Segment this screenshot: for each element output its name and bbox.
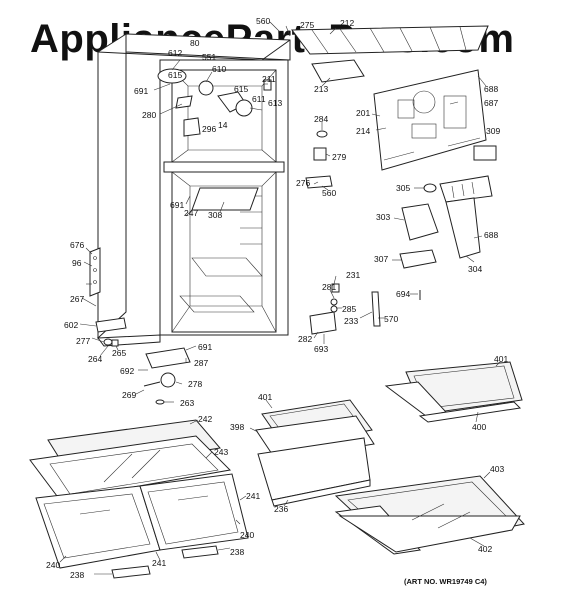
control-housing-213 — [311, 59, 365, 83]
callout-label: 276 — [296, 178, 310, 188]
callout-label: 267 — [70, 294, 84, 304]
crisper-drawers — [35, 473, 249, 569]
callout-label: 263 — [180, 398, 194, 408]
glass-shelf-right — [384, 361, 523, 423]
callout-label: 214 — [356, 126, 370, 136]
callout-label: 692 — [120, 366, 134, 376]
lower-left-parts — [95, 317, 127, 347]
callout-label: 275 — [300, 20, 314, 30]
wire-shelf-212 — [291, 25, 489, 55]
drawer-handle-right — [181, 545, 219, 559]
callout-label: 240 — [46, 560, 60, 570]
callout-label: 676 — [70, 240, 84, 250]
callout-label: 269 — [122, 390, 136, 400]
callout-label: 691 — [170, 200, 184, 210]
callout-label: 688 — [484, 230, 498, 240]
callout-label: 560 — [256, 16, 270, 26]
callout-label: 615 — [168, 70, 182, 80]
hinge-and-roller — [143, 347, 191, 405]
callout-label: 551 — [202, 52, 216, 62]
callout-label: 265 — [112, 348, 126, 358]
callout-label: 285 — [342, 304, 356, 314]
callout-label: 612 — [168, 48, 182, 58]
callout-label: 242 — [198, 414, 212, 424]
callout-label: 280 — [142, 110, 156, 120]
callout-label: 602 — [64, 320, 78, 330]
callout-label: 282 — [298, 334, 312, 344]
callout-label: 401 — [494, 354, 508, 364]
callout-label: 694 — [396, 289, 410, 299]
air-duct-assembly — [399, 175, 493, 269]
callout-label: 238 — [230, 547, 244, 557]
callout-label: 284 — [314, 114, 328, 124]
callout-label: 615 — [234, 84, 248, 94]
callout-label: 398 — [230, 422, 244, 432]
callout-label: 212 — [340, 18, 354, 28]
callout-label: 403 — [490, 464, 504, 474]
evaporator-cover-201 — [373, 69, 487, 171]
callout-label: 691 — [198, 342, 212, 352]
callout-label: 610 — [212, 64, 226, 74]
callout-label: 80 — [190, 38, 200, 48]
callout-labels: 560 275 212 80 612 551 615 610 691 211 6… — [46, 16, 508, 580]
label-309 — [473, 145, 497, 161]
callout-label: 231 — [346, 270, 360, 280]
callout-label: 241 — [152, 558, 166, 568]
callout-label: 96 — [72, 258, 82, 268]
drawer-handle-left — [111, 565, 151, 579]
callout-label: 560 — [322, 188, 336, 198]
callout-label: 296 — [202, 124, 216, 134]
callout-label: 247 — [184, 208, 198, 218]
callout-label: 241 — [246, 491, 260, 501]
callout-label: 687 — [484, 98, 498, 108]
callout-label: 304 — [468, 264, 482, 274]
leader-lines — [59, 21, 501, 575]
small-hardware — [309, 283, 421, 335]
callout-label: 201 — [356, 108, 370, 118]
fan-assembly — [157, 68, 272, 137]
callout-label: 691 — [134, 86, 148, 96]
callout-label: 309 — [486, 126, 500, 136]
callout-label: 238 — [70, 570, 84, 580]
callout-label: 693 — [314, 344, 328, 354]
callout-label: 570 — [384, 314, 398, 324]
callout-label: 278 — [188, 379, 202, 389]
callout-label: 213 — [314, 84, 328, 94]
callout-label: 211 — [262, 74, 276, 84]
callout-label: 287 — [194, 358, 208, 368]
callout-label: 611 — [252, 94, 266, 104]
callout-label: 402 — [478, 544, 492, 554]
callout-label: 264 — [88, 354, 102, 364]
art-number: (ART NO. WR19749 C4) — [404, 577, 487, 586]
callout-label: 243 — [214, 447, 228, 457]
callout-label: 240 — [240, 530, 254, 540]
callout-label: 279 — [332, 152, 346, 162]
callout-label: 303 — [376, 212, 390, 222]
deli-drawer — [255, 399, 375, 507]
crisper-cover-shelf — [29, 419, 232, 501]
callout-label: 305 — [396, 183, 410, 193]
glass-shelf-large — [334, 475, 525, 555]
callout-label: 277 — [76, 336, 90, 346]
callout-label: 281 — [322, 282, 336, 292]
callout-label: 14 — [218, 120, 228, 130]
callout-label: 236 — [274, 504, 288, 514]
callout-label: 688 — [484, 84, 498, 94]
side-bracket-676 — [89, 247, 101, 297]
callout-label: 400 — [472, 422, 486, 432]
callout-label: 613 — [268, 98, 282, 108]
callout-label: 307 — [374, 254, 388, 264]
callout-label: 401 — [258, 392, 272, 402]
callout-label: 308 — [208, 210, 222, 220]
callout-label: 233 — [344, 316, 358, 326]
